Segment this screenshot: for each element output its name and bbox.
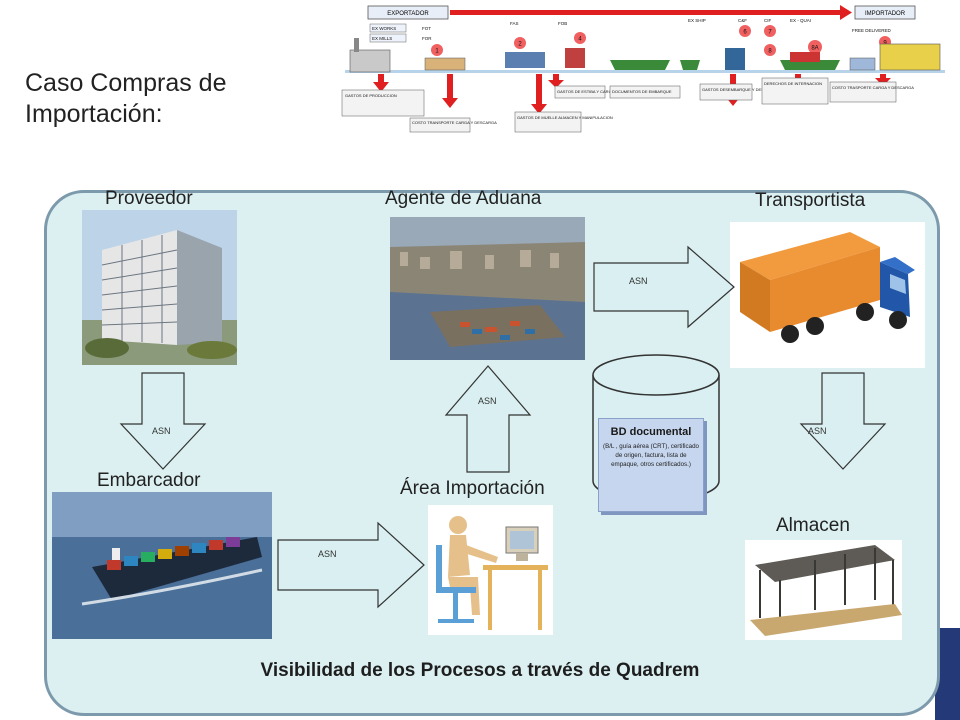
arrow-agente-transportista [593, 245, 735, 329]
step-8a: 8A [811, 46, 818, 52]
note-costo-transporte-2: COSTO TRASPORTE CARGA Y DESCARGA [832, 85, 914, 90]
agente-aduana-port-image [390, 217, 585, 360]
asn-label-embarcador-area: ASN [318, 549, 337, 559]
note-gastos-produccion: GASTOS DE PRODUCCION [345, 93, 397, 98]
transportista-truck-image [730, 222, 925, 368]
term-ex-works: EX WORKS [372, 26, 396, 31]
term-fob: FOB [558, 21, 567, 26]
database-title: BD documental [610, 426, 692, 438]
arrow-transportista-almacen [799, 372, 887, 470]
note-costo-transporte-1: COSTO TRANSPORTE CARGA Y DESCARGA [412, 120, 497, 125]
page-title: Caso Compras de Importación: [25, 69, 227, 128]
transportista-label: Transportista [755, 190, 866, 211]
arrow-area-agente [444, 365, 532, 473]
term-ex-ship: EX SHIP [688, 18, 706, 23]
term-ex-mills: EX MILLS [372, 36, 392, 41]
arrow-proveedor-embarcador [119, 372, 207, 470]
step-8: 8 [768, 49, 772, 55]
note-derechos-internacion: DERECHOS DE INTERNACION [764, 81, 822, 86]
embarcador-ship-image [52, 492, 272, 639]
term-cif: CIF [764, 18, 772, 23]
term-fot: FOT [422, 26, 431, 31]
step-1: 1 [435, 49, 439, 55]
term-fas: FAS [510, 21, 519, 26]
proveedor-building-image [82, 210, 237, 365]
database-label: BD documental (B/L , guía aérea (CRT), c… [598, 418, 704, 512]
term-for: FOR [422, 36, 432, 41]
step-7: 7 [768, 30, 772, 36]
proveedor-label: Proveedor [105, 188, 193, 209]
step-9: 9 [883, 41, 887, 47]
term-cf: C&F [738, 18, 747, 23]
asn-label-area-agente: ASN [478, 396, 497, 406]
importador-label: IMPORTADOR [865, 11, 906, 17]
embarcador-label: Embarcador [97, 470, 201, 491]
almacen-warehouse-image [745, 540, 902, 640]
term-ex-quai: EX - QUAI [790, 18, 811, 23]
area-importacion-desk-image [428, 505, 553, 635]
note-documentos: DOCUMENTOS DE EMBARQUE [612, 89, 672, 94]
area-importacion-label: Área Importación [400, 478, 545, 499]
note-estiba: GASTOS DE ESTIBA Y CARGA [557, 89, 615, 94]
step-4: 4 [578, 37, 582, 43]
agente-aduana-label: Agente de Aduana [385, 188, 542, 209]
step-6: 6 [743, 30, 747, 36]
incoterms-header-diagram: EXPORTADOR IMPORTADOR EX WORKS EX MILLS … [340, 0, 945, 150]
asn-label-proveedor-embarcador: ASN [152, 426, 171, 436]
term-free-delivered: FREE DELIVERED [852, 28, 892, 33]
step-2: 2 [518, 42, 522, 48]
asn-label-agente-transportista: ASN [629, 276, 648, 286]
database-subtitle: (B/L , guía aérea (CRT), certificado de … [603, 443, 699, 468]
exportador-label: EXPORTADOR [387, 11, 429, 17]
note-gastos-muelle: GASTOS DE MUELLE ALMACEN Y MANIPULACION [517, 115, 613, 120]
asn-label-transportista-almacen: ASN [808, 426, 827, 436]
note-desembarque: GASTOS DESEMBARQUE Y DESCARGA [702, 87, 778, 92]
almacen-label: Almacen [776, 515, 850, 536]
arrow-embarcador-area [277, 521, 425, 609]
footer-caption: Visibilidad de los Procesos a través de … [260, 660, 700, 681]
